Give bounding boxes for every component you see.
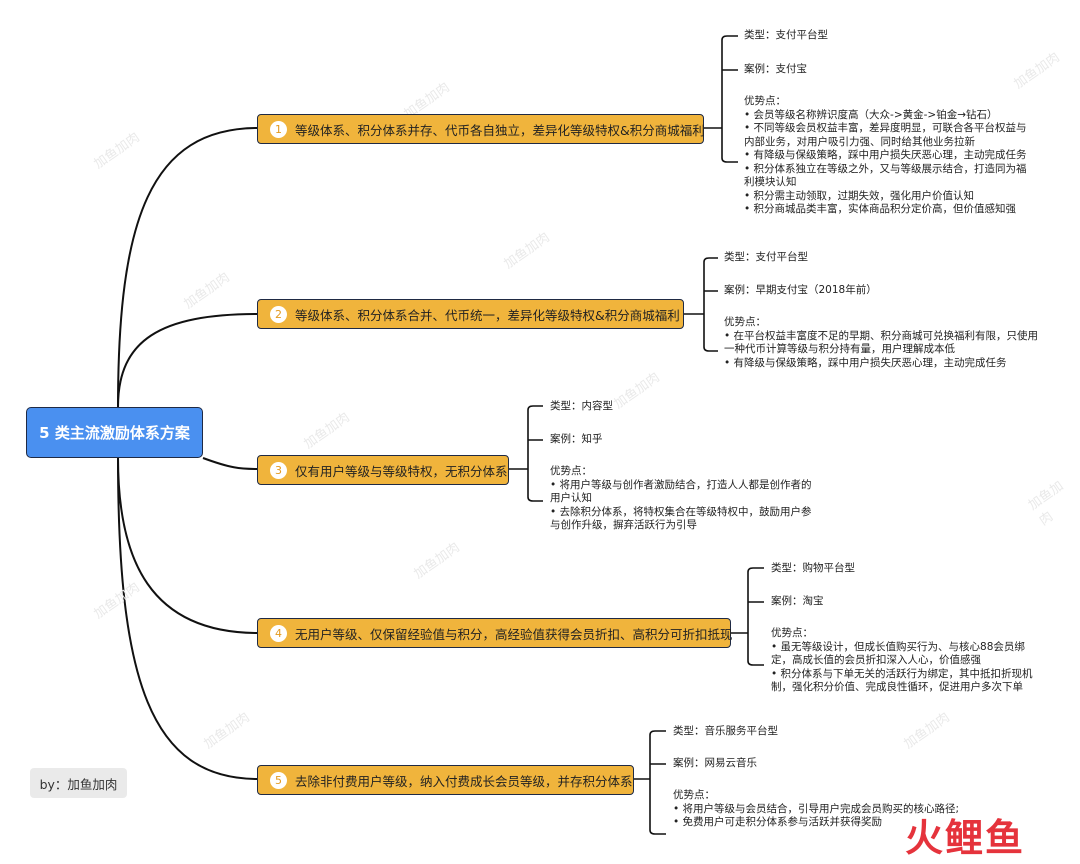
advantage-line: • 有降级与保级策略，踩中用户损失厌恶心理，主动完成任务: [724, 356, 1007, 369]
branch-number-badge: 3: [270, 461, 287, 479]
connector-root-branch-3: [202, 457, 259, 470]
leaf-advantages: 优势点： • 会员等级名称辨识度高（大众->黄金->铂金→钻石） • 不同等级会…: [744, 95, 1044, 217]
leaf-type: 类型：内容型: [550, 400, 613, 412]
bracket-branch-5: [633, 730, 666, 835]
advantage-line: • 积分体系与下单无关的活跃行为绑定，其中抵扣折现机: [771, 667, 1033, 680]
brand-logo: 火鲤鱼: [905, 818, 1025, 858]
advantages-title: 优势点：: [771, 627, 813, 639]
leaf-case: 案例：淘宝: [771, 595, 824, 607]
bracket-branch-3: [508, 405, 543, 502]
leaf-case: 案例：早期支付宝（2018年前）: [724, 284, 877, 296]
advantage-line: • 有降级与保级策略，踩中用户损失厌恶心理，主动完成任务: [744, 149, 1027, 161]
branch-node-2[interactable]: 2 等级体系、积分体系合并、代币统一，差异化等级特权&积分商城福利: [257, 299, 684, 329]
leaf-type: 类型：支付平台型: [724, 251, 808, 263]
bracket-branch-4: [730, 567, 764, 666]
branch-number-badge: 4: [270, 624, 287, 642]
advantage-line: • 将用户等级与创作者激励结合，打造人人都是创作者的: [550, 478, 812, 491]
advantages-title: 优势点：: [550, 465, 592, 477]
advantages-title: 优势点：: [724, 316, 766, 328]
advantage-line: • 不同等级会员权益丰富，差异度明显，可联合各平台权益与: [744, 122, 1027, 134]
branch-number-badge: 1: [270, 120, 287, 138]
branch-label: 等级体系、积分体系合并、代币统一，差异化等级特权&积分商城福利: [295, 307, 680, 323]
leaf-case: 案例：支付宝: [744, 63, 807, 75]
leaf-advantages: 优势点： • 在平台权益丰富度不足的早期、积分商城可兑换福利有限，只使用 一种代…: [724, 316, 1054, 370]
branch-node-3[interactable]: 3 仅有用户等级与等级特权，无积分体系: [257, 455, 509, 485]
leaf-type: 类型：音乐服务平台型: [673, 725, 778, 737]
logo-char: 鲤: [945, 816, 986, 860]
advantage-line: • 积分体系独立在等级之外，又与等级展示结合，打造同为福: [744, 162, 1027, 175]
branch-number-badge: 2: [270, 305, 287, 323]
advantage-line: 用户认知: [550, 492, 592, 504]
leaf-case: 案例：网易云音乐: [673, 757, 757, 769]
connector-root-branch-5: [117, 457, 259, 780]
advantages-title: 优势点：: [744, 95, 786, 107]
branch-node-5[interactable]: 5 去除非付费用户等级，纳入付费成长会员等级，并存积分体系: [257, 765, 634, 795]
logo-char: 鱼: [985, 816, 1026, 860]
advantage-line: • 虽无等级设计，但成长值购买行为、与核心88会员绑: [771, 640, 1025, 653]
branch-node-1[interactable]: 1 等级体系、积分体系并存、代币各自独立，差异化等级特权&积分商城福利: [257, 114, 705, 144]
branch-label: 去除非付费用户等级，纳入付费成长会员等级，并存积分体系: [295, 773, 633, 789]
advantage-line: 内部业务，对用户吸引力强、同时给其他业务拉新: [744, 135, 975, 148]
advantage-line: • 在平台权益丰富度不足的早期、积分商城可兑换福利有限，只使用: [724, 329, 1039, 342]
leaf-advantages: 优势点： • 将用户等级与创作者激励结合，打造人人都是创作者的 用户认知 • 去…: [550, 465, 830, 533]
branch-node-4[interactable]: 4 无用户等级、仅保留经验值与积分，高经验值获得会员折扣、高积分可折扣抵现: [257, 618, 733, 648]
root-node[interactable]: 5 类主流激励体系方案: [26, 407, 203, 458]
leaf-advantages: 优势点： • 虽无等级设计，但成长值购买行为、与核心88会员绑 定，高成长值的会…: [771, 627, 1061, 695]
branch-number-badge: 5: [270, 771, 287, 789]
advantage-line: • 免费用户可走积分体系参与活跃并获得奖励: [673, 816, 883, 828]
branch-label: 仅有用户等级与等级特权，无积分体系: [295, 463, 508, 479]
byline-label: by：加鱼加肉: [30, 768, 127, 798]
advantage-line: • 积分商城品类丰富，实体商品积分定价高，但价值感知强: [744, 203, 1017, 215]
branch-label: 无用户等级、仅保留经验值与积分，高经验值获得会员折扣、高积分可折扣抵现: [295, 626, 733, 642]
logo-char: 火: [905, 816, 946, 860]
advantage-line: • 积分需主动领取，过期失效，强化用户价值认知: [744, 189, 975, 202]
branch-label: 等级体系、积分体系并存、代币各自独立，差异化等级特权&积分商城福利: [295, 122, 705, 138]
leaf-advantages: 优势点： • 将用户等级与会员结合，引导用户完成会员购买的核心路径; • 免费用…: [673, 789, 993, 830]
advantage-line: 一种代币计算等级与积分持有量，用户理解成本低: [724, 343, 955, 355]
leaf-type: 类型：支付平台型: [744, 29, 828, 41]
advantage-line: • 将用户等级与会员结合，引导用户完成会员购买的核心路径;: [673, 802, 960, 815]
connector-root-branch-1: [117, 127, 259, 408]
advantage-line: 利模块认知: [744, 176, 797, 188]
leaf-type: 类型：购物平台型: [771, 562, 855, 574]
bracket-branch-2: [683, 257, 718, 352]
advantage-line: 定，高成长值的会员折扣深入人心，价值感强: [771, 654, 981, 666]
advantage-line: 与创作升级，摒弃活跃行为引导: [550, 519, 697, 531]
advantages-title: 优势点：: [673, 789, 715, 801]
bracket-branch-1: [703, 35, 738, 163]
root-title: 5 类主流激励体系方案: [39, 424, 190, 442]
advantage-line: 制，强化积分价值、完成良性循环，促进用户多次下单: [771, 681, 1023, 693]
connector-root-branch-4: [117, 457, 259, 634]
advantage-line: • 会员等级名称辨识度高（大众->黄金->铂金→钻石）: [744, 108, 998, 121]
advantage-line: • 去除积分体系，将特权集合在等级特权中，鼓励用户参: [550, 505, 812, 518]
connector-root-branch-2: [117, 313, 259, 408]
leaf-case: 案例：知乎: [550, 433, 603, 445]
byline-text: by：加鱼加肉: [39, 776, 118, 792]
